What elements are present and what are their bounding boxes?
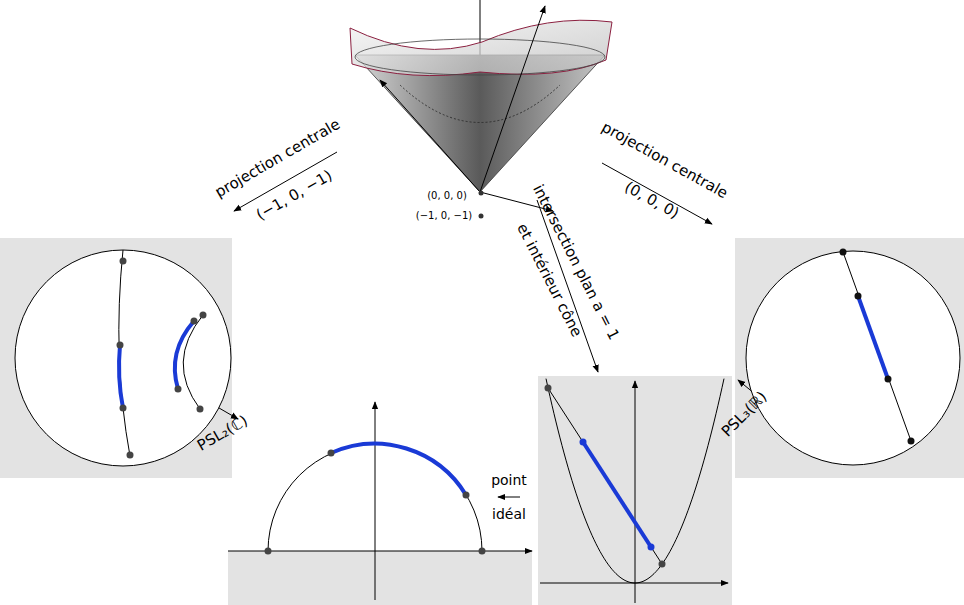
arrow-label: projection centrale [599, 119, 731, 202]
half-plane-part [328, 450, 335, 457]
half-plane [228, 402, 532, 600]
half-plane-part [265, 548, 272, 555]
cone-rim [355, 39, 605, 75]
parabola-model-part [648, 544, 655, 551]
poincare-disk-part [15, 250, 231, 466]
parabola-model-part [635, 381, 636, 603]
half-plane-part [228, 551, 532, 552]
panel [735, 238, 964, 478]
point [479, 214, 484, 219]
group-label: PSL₃(ℝ) [718, 388, 770, 440]
poincare-disk-part [175, 386, 182, 393]
cone [355, 55, 605, 192]
hyperboloid [350, 20, 612, 75]
arrow [498, 497, 520, 498]
poincare-disk-part [127, 452, 134, 459]
arrow-label: point [491, 473, 527, 488]
poincare-disk-part [120, 258, 127, 265]
point [479, 191, 484, 196]
klein-disk-part [908, 438, 915, 445]
vector [380, 80, 480, 192]
klein-disk-part [855, 293, 862, 300]
hyperbola [400, 85, 560, 123]
arrow-label: idéal [492, 507, 526, 522]
poincare-disk-part [117, 342, 124, 349]
arrow-label: (−1, 0, −1) [253, 167, 334, 224]
half-plane-part [268, 444, 482, 551]
panel [228, 551, 532, 605]
half-plane-part [331, 444, 466, 495]
parabola-model-part [659, 561, 666, 568]
coordinate-label: (0, 0, 0) [427, 190, 467, 201]
vector [480, 6, 545, 192]
poincare-disk-part [120, 405, 127, 412]
klein-disk-part [843, 252, 911, 441]
klein-disk [746, 249, 960, 466]
poincare-disk [15, 250, 231, 466]
parabola-model-part [580, 439, 587, 446]
poincare-disk-part [119, 345, 123, 408]
arrow-label: et intérieur cône [513, 221, 584, 340]
parabola-model-part [583, 442, 651, 547]
parabola-model-part [548, 388, 662, 564]
coordinate-label: (−1, 0, −1) [416, 210, 472, 221]
klein-disk-part [885, 376, 892, 383]
poincare-disk-part [191, 318, 198, 325]
poincare-disk-part [200, 312, 207, 319]
poincare-disk-part [175, 321, 194, 389]
poincare-disk-part [197, 406, 204, 413]
half-plane-part [479, 548, 486, 555]
arrow-label: (0, 0, 0) [622, 178, 682, 221]
group-label: PSL₂(ℂ) [195, 412, 251, 454]
parabola-model-part [545, 385, 552, 392]
half-plane-part [375, 402, 376, 600]
poincare-disk-part [119, 250, 130, 456]
panel [538, 376, 732, 605]
parabola-model [540, 379, 728, 603]
parabola-model-part [546, 379, 724, 583]
cone-figure [350, 0, 612, 219]
klein-disk-part [746, 251, 960, 465]
klein-disk-part [840, 249, 847, 256]
klein-disk-part [858, 296, 888, 379]
half-plane-part [463, 492, 470, 499]
